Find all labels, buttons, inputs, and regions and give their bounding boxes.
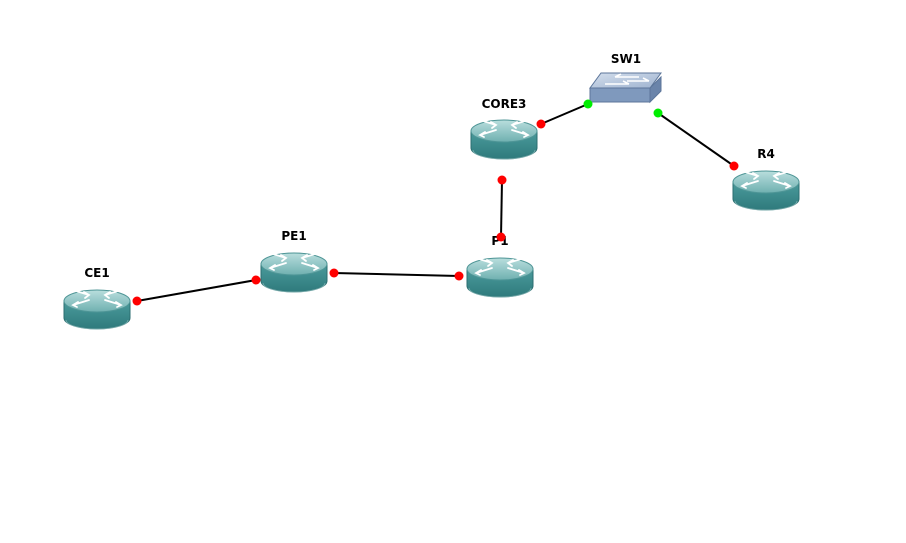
node-label-sw1: SW1 [611,52,641,66]
ports-layer [132,99,739,306]
router-icon[interactable] [260,252,328,293]
router-icon[interactable] [466,257,534,298]
port-status-down-core3 [497,175,507,185]
port-status-up-sw1 [583,99,593,109]
node-label-r4: R4 [757,147,775,161]
link-sw1-r4[interactable] [657,112,735,167]
router-icon[interactable] [732,170,800,211]
port-status-down-pe1 [251,275,261,285]
port-status-down-ce1 [132,296,142,306]
link-core3-sw1[interactable] [540,103,589,125]
router-arrows [740,170,792,189]
router-arrows [474,257,526,276]
port-status-down-core3 [536,119,546,129]
node-label-core3: CORE3 [482,97,527,111]
link-ce1-pe1[interactable] [136,279,257,302]
router-arrows [268,252,320,271]
switch-icon[interactable] [589,72,662,104]
link-pe1-p1[interactable] [333,272,460,277]
node-label-pe1: PE1 [281,229,306,243]
nodes-layer: CE1PE1P1CORE3SW1R4 [63,52,800,330]
port-status-down-pe1 [329,268,339,278]
router-icon[interactable] [63,289,131,330]
router-icon[interactable] [470,119,538,160]
port-status-down-p1 [496,232,506,242]
port-status-down-r4 [729,161,739,171]
node-label-ce1: CE1 [84,266,109,280]
router-arrows [478,119,530,138]
port-status-up-sw1 [653,108,663,118]
links-layer [136,103,735,302]
router-arrows [71,289,123,308]
port-status-down-p1 [454,271,464,281]
link-p1-core3[interactable] [500,179,503,238]
switch-arrows [605,73,650,85]
